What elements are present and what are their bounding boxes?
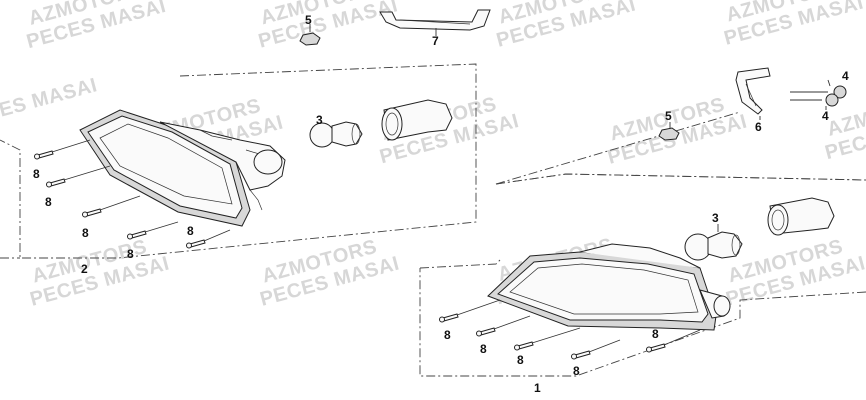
callout-5: 5 bbox=[305, 13, 312, 27]
right-headlight-housing bbox=[487, 243, 731, 331]
callout-4: 4 bbox=[822, 109, 829, 123]
callout-1: 1 bbox=[534, 381, 541, 395]
callout-8: 8 bbox=[652, 327, 659, 341]
callout-8: 8 bbox=[127, 247, 134, 261]
callout-4: 4 bbox=[842, 69, 849, 83]
right-assembly-outline bbox=[419, 111, 866, 377]
callout-3: 3 bbox=[712, 211, 719, 225]
watermark-line2: PECES MASAI bbox=[0, 74, 100, 132]
callout-6: 6 bbox=[755, 120, 762, 134]
right-leader-lines bbox=[456, 79, 831, 353]
callout-8: 8 bbox=[82, 226, 89, 240]
callout-8: 8 bbox=[480, 342, 487, 356]
callout-8: 8 bbox=[45, 195, 52, 209]
left-screws bbox=[34, 150, 206, 249]
left-assembly-outline bbox=[0, 63, 477, 259]
right-nut bbox=[658, 127, 680, 141]
right-screws bbox=[439, 313, 666, 360]
right-bulb bbox=[684, 224, 743, 261]
callout-8: 8 bbox=[573, 364, 580, 378]
callout-8: 8 bbox=[517, 353, 524, 367]
callout-2: 2 bbox=[81, 262, 88, 276]
side-bracket bbox=[735, 67, 771, 115]
callout-5: 5 bbox=[665, 109, 672, 123]
upper-bracket bbox=[379, 9, 491, 31]
callout-3: 3 bbox=[316, 113, 323, 127]
callout-labels: 5 7 3 8 8 8 8 8 2 4 4 5 6 3 8 8 8 8 8 1 bbox=[33, 13, 849, 395]
callout-8: 8 bbox=[444, 328, 451, 342]
left-bulb bbox=[309, 121, 363, 148]
callout-7: 7 bbox=[432, 34, 439, 48]
callout-8: 8 bbox=[33, 167, 40, 181]
left-headlight-housing bbox=[79, 109, 286, 227]
left-leader-lines bbox=[51, 24, 437, 242]
bolts bbox=[790, 85, 847, 107]
callout-8: 8 bbox=[187, 224, 194, 238]
left-nut bbox=[299, 32, 321, 46]
right-bulb-cap bbox=[767, 197, 835, 236]
left-bulb-cap bbox=[381, 99, 453, 141]
